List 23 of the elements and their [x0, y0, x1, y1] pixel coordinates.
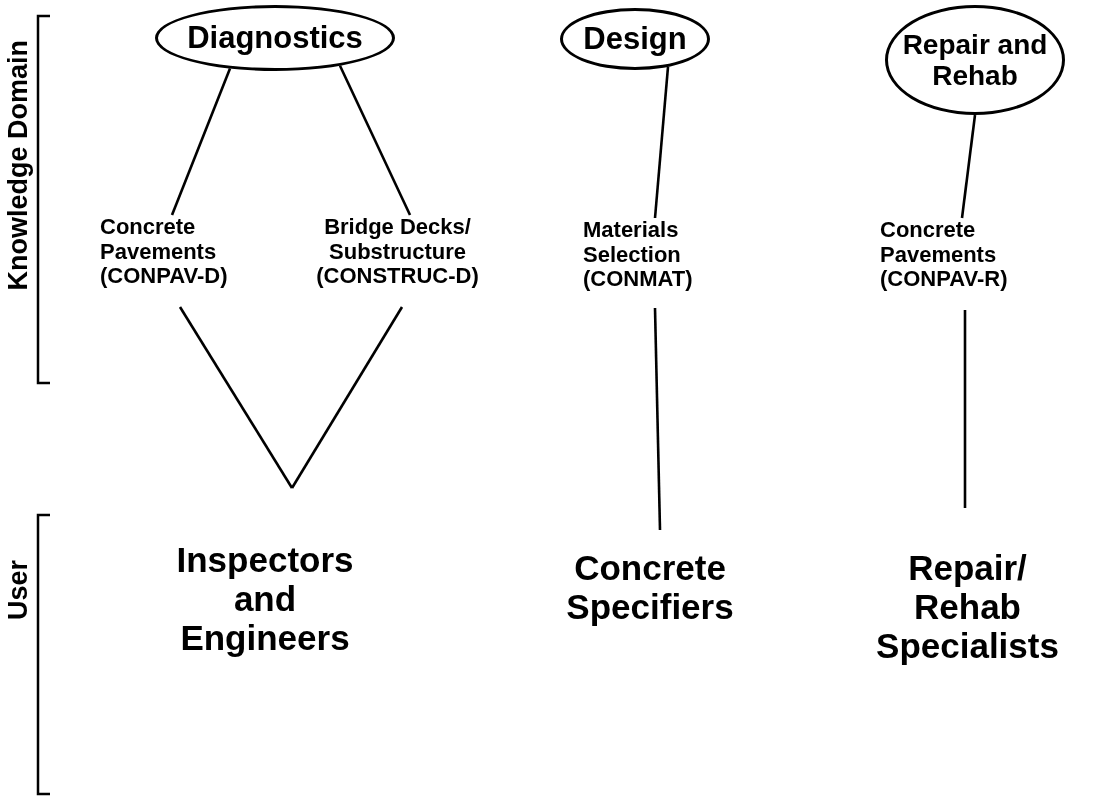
section-label: User — [3, 560, 34, 621]
connector-line — [963, 310, 967, 508]
domain-ellipse — [155, 5, 395, 71]
connector-line — [960, 114, 977, 219]
section-label: Knowledge Domain — [3, 40, 34, 291]
connector-line — [170, 68, 232, 216]
domain-name: Repair and Rehab — [901, 28, 1049, 92]
connector-line — [290, 306, 404, 489]
domain-name: Design — [583, 21, 687, 57]
system-label: Bridge Decks/ Substructure (CONSTRUC-D) — [315, 215, 480, 289]
user-label: Inspectors and Engineers — [175, 540, 355, 658]
domain-ellipse — [560, 8, 710, 70]
user-label: Concrete Specifiers — [565, 548, 735, 627]
system-label: Concrete Pavements (CONPAV-R) — [880, 218, 1009, 292]
connector-line — [653, 66, 670, 219]
system-label: Concrete Pavements (CONPAV-D) — [100, 215, 229, 289]
connector-line — [338, 65, 412, 216]
user-label: Repair/ Rehab Specialists — [875, 548, 1060, 666]
connector-line — [178, 306, 294, 489]
system-label: Materials Selection (CONMAT) — [583, 218, 694, 292]
connector-line — [653, 307, 662, 531]
domain-name: Diagnostics — [187, 20, 363, 56]
domain-ellipse — [885, 5, 1065, 115]
